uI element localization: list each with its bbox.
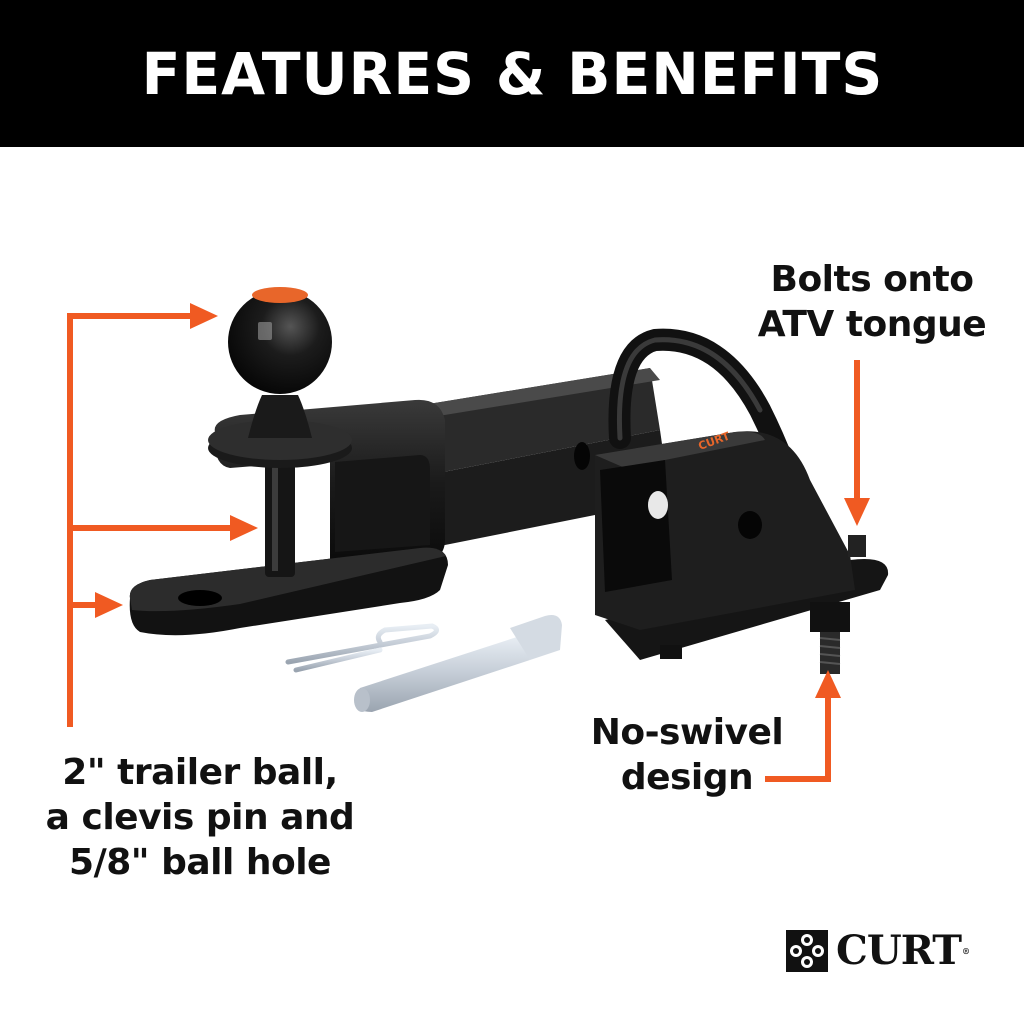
callout-left-line-1: 2" trailer ball, — [62, 752, 338, 793]
brand-name-text: CURT — [836, 927, 962, 974]
brand-name: CURT® — [836, 931, 970, 971]
tongue-adapter: CURT — [595, 328, 889, 674]
callout-top-right: Bolts onto ATV tongue — [752, 257, 992, 347]
callout-arrows — [67, 303, 870, 782]
callout-left-line-2: a clevis pin and — [45, 797, 355, 838]
callout-bottom-right: No-swivel design — [572, 710, 802, 800]
callout-top-right-line-2: ATV tongue — [757, 304, 987, 345]
trailer-ball — [228, 287, 332, 394]
hitch-pin-clip — [285, 623, 439, 673]
callout-top-right-line-1: Bolts onto — [770, 259, 974, 300]
callout-left: 2" trailer ball, a clevis pin and 5/8" b… — [40, 750, 360, 885]
ball-mount-bracket — [129, 395, 448, 636]
callout-bottom-right-line-1: No-swivel — [590, 712, 784, 753]
callout-left-line-3: 5/8" ball hole — [69, 842, 331, 883]
header-banner: FEATURES & BENEFITS — [0, 0, 1024, 147]
registered-mark: ® — [962, 946, 970, 956]
clevis-pin — [354, 615, 562, 712]
page-title: FEATURES & BENEFITS — [141, 39, 883, 108]
curt-emblem-icon — [786, 930, 828, 972]
callout-bottom-right-line-2: design — [620, 757, 754, 798]
brand-logo: CURT® — [786, 930, 970, 972]
